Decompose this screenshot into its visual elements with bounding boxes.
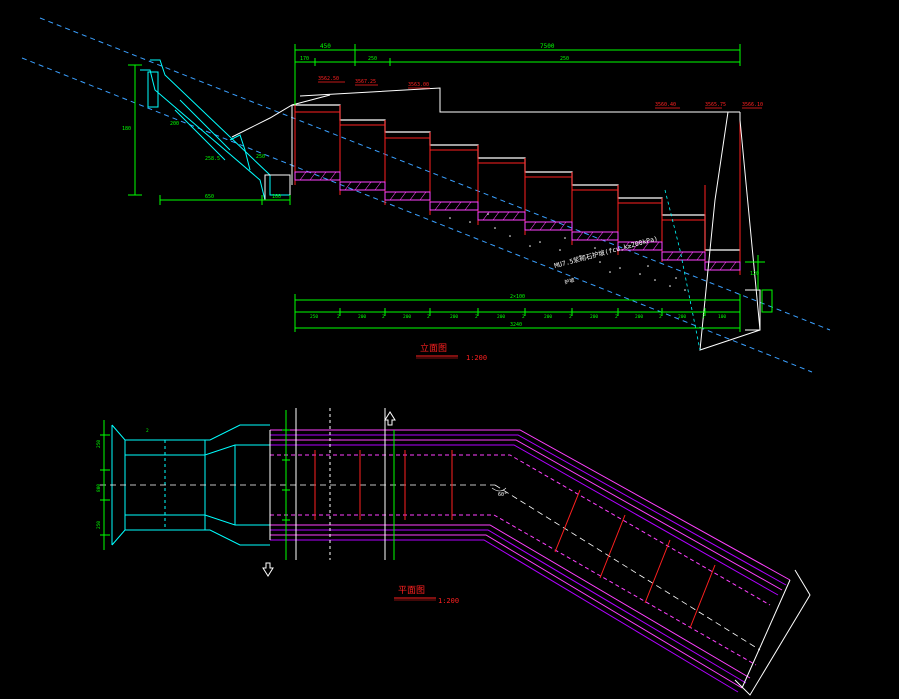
top-dimensions (294, 44, 741, 105)
slope-protection-annotation: MU7.5浆砌石护坡(fcu,k≥200kPa) (553, 234, 659, 270)
svg-text:200: 200 (358, 314, 366, 320)
svg-text:100: 100 (718, 314, 726, 320)
svg-text:200: 200 (450, 314, 458, 320)
bottom-dimensions (294, 294, 741, 332)
elev-label-3: 3563.00 (408, 82, 429, 88)
left-dim-258: 258.5 (205, 156, 220, 162)
svg-text:200: 200 (635, 314, 643, 320)
ground-slope-line-lower (21, 57, 813, 373)
svg-text:200: 200 (497, 314, 505, 320)
top-dim-250b: 250 (560, 56, 569, 62)
bottom-dim-total: 3240 (510, 322, 522, 328)
elev-label-1: 3562.50 (318, 76, 339, 82)
svg-text:2: 2 (427, 314, 430, 320)
svg-text:2: 2 (659, 314, 662, 320)
section-cut-markers (295, 408, 386, 560)
elev-label-2: 3567.25 (355, 79, 376, 85)
svg-text:2: 2 (475, 314, 478, 320)
plan-view-scale: 1:200 (438, 597, 459, 605)
left-dim-250: 250 (256, 154, 265, 160)
bottom-dim-top: 2×100 (510, 294, 525, 300)
svg-text:2: 2 (569, 314, 572, 320)
svg-text:2: 2 (382, 314, 385, 320)
left-dim-100: 100 (272, 194, 281, 200)
plan-dim-2: 2 (146, 428, 149, 434)
plan-dim-800: 800 (96, 484, 102, 492)
svg-text:2: 2 (522, 314, 525, 320)
left-dimensions (128, 64, 291, 205)
svg-text:250: 250 (310, 314, 318, 320)
svg-text:2: 2 (702, 314, 705, 320)
section-arrow-up (384, 411, 396, 426)
plan-dim-250a: 250 (96, 440, 102, 448)
svg-text:200: 200 (678, 314, 686, 320)
svg-text:200: 200 (544, 314, 552, 320)
left-dim-200: 200 (170, 121, 179, 127)
right-dim-120: 120 (750, 271, 759, 277)
top-dim-7500: 7500 (540, 43, 555, 50)
inlet-structure (140, 59, 291, 201)
section-view-title: 立面图 (420, 342, 447, 354)
plan-chute (269, 429, 791, 693)
section-view-scale: 1:200 (466, 354, 487, 362)
top-dim-170: 170 (300, 56, 309, 62)
elev-label-5: 3565.75 (705, 102, 726, 108)
plan-angle-label: 60° (498, 492, 507, 498)
section-view: 450 7500 170 250 250 3562.50 3567.25 356… (21, 17, 831, 373)
plan-dim-250b: 250 (96, 521, 102, 529)
svg-text:200: 200 (590, 314, 598, 320)
elevation-labels: 3562.50 3567.25 3563.00 3560.40 3565.75 … (318, 76, 763, 108)
svg-text:2: 2 (337, 314, 340, 320)
svg-text:200: 200 (403, 314, 411, 320)
svg-text:2: 2 (615, 314, 618, 320)
top-dim-450: 450 (320, 43, 331, 50)
plan-view: 250 800 250 2 60° 平面图 1:200 (96, 408, 811, 696)
ground-slope-line-upper (39, 17, 831, 331)
bottom-dim-segments: 250 2 200 2 200 2 200 2 200 2 200 2 200 … (310, 314, 726, 320)
left-dim-180: 180 (122, 126, 131, 132)
left-dim-650: 650 (205, 194, 214, 200)
elev-label-6: 3566.10 (742, 102, 763, 108)
rubble-fill (449, 213, 686, 291)
plan-ribs (314, 450, 716, 629)
plan-view-title: 平面图 (398, 585, 425, 596)
top-dim-250a: 250 (368, 56, 377, 62)
elev-label-4: 3560.40 (655, 102, 676, 108)
slope-protection-sub: 护坡 (564, 277, 575, 286)
stepped-chute (292, 104, 761, 351)
outlet-structure (699, 111, 761, 351)
section-arrow-down (262, 562, 274, 577)
plan-ticks (100, 410, 395, 560)
